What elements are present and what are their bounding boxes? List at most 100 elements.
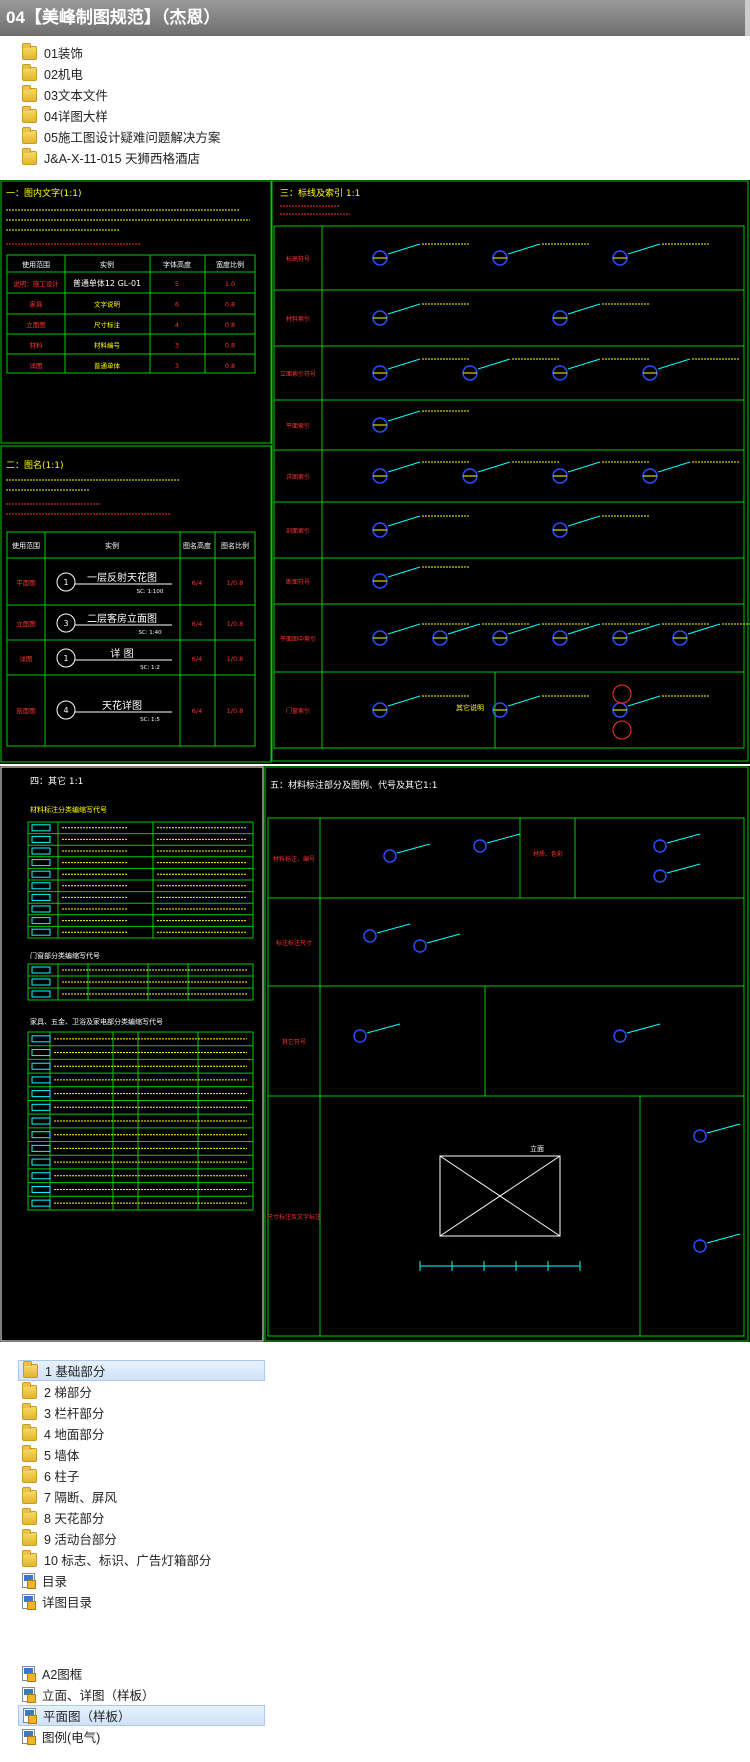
folder-icon [22,1507,37,1525]
table1-width: 0.8 [225,321,235,329]
table1-sample: 普通单体12 GL-01 [73,278,141,288]
leader-line [627,243,661,255]
dwg-file-icon [22,1666,36,1682]
panel3-side-label: 其它说明 [456,703,484,712]
panel3-row-label: 详图索引 [286,473,310,481]
code-box [31,859,51,867]
bottom-list-item-label: 5 墙体 [44,1449,80,1463]
index-symbol [653,839,667,853]
index-symbol [473,839,487,853]
bottom-file-list: A2图框立面、详图（样板） 平面图（样板） 图例(电气) [18,1663,265,1747]
bottom-list-item[interactable]: 5 墙体 [18,1444,265,1465]
drawing-number-circle [56,648,76,668]
top-list-item[interactable]: J&A-X-11-015 天狮西格酒店 [18,147,268,168]
bottom-list-item[interactable]: 8 天花部分 [18,1507,265,1528]
table2-name: 平面图 [16,579,36,587]
table2-height: 6/4 [192,579,202,587]
table2-scale: SC: 1:40 [138,630,162,636]
bottom-list2-item[interactable]: A2图框 [18,1663,265,1684]
door-subtitle: 门窗部分类编缩写代号 [30,951,100,960]
top-list-item[interactable]: 04详图大样 [18,105,268,126]
panel5-row-label: 标注标注尺寸 [276,939,312,947]
folder-icon [22,105,37,123]
leader-line [387,243,421,255]
cad-drawing-standards-1: 一：图内文字(1:1) 使用范围实例字体高度宽度比例说明：施工设计普通单体12 … [0,180,750,764]
table2-height: 6/4 [192,620,202,628]
top-list-item[interactable]: 02机电 [18,63,268,84]
bottom-list-item-label: 4 地面部分 [44,1428,105,1442]
leader-line [626,1023,661,1034]
table2-scale: SC: 1:2 [140,665,160,671]
code-box [31,1158,51,1166]
top-list-item[interactable]: 03文本文件 [18,84,268,105]
table2-header: 实例 [105,541,119,550]
bottom-list-item[interactable]: 2 梯部分 [18,1381,265,1402]
window-title-bar: 04【美峰制图规范】（杰恩） [0,0,750,36]
table1-width: 0.8 [225,301,235,309]
bottom-list-item[interactable]: 10 标志、标识、广告灯箱部分 [18,1549,265,1570]
bottom-list-item-label: 目录 [42,1575,68,1589]
leader-line [567,358,601,370]
bottom-list2-item[interactable]: 平面图（样板） [18,1705,265,1726]
leader-line [507,695,541,707]
table2-sample: 天花详图 [102,699,142,712]
cad-drawing-standards-2: 四：其它 1:1 材料标注分类编缩写代号 门窗部分类编缩写代号 家具、五金、卫浴… [0,766,750,1342]
code-box [31,1117,51,1125]
red-cloud-symbol [612,720,632,740]
bottom-list-item[interactable]: 9 活动台部分 [18,1528,265,1549]
code-box [31,905,51,913]
table2-height: 6/4 [192,655,202,663]
panel5-row-label: 其它符号 [282,1038,306,1046]
bottom-list-item[interactable]: 1 基础部分 [18,1360,265,1381]
folder-icon [22,42,37,60]
table2-header: 图名高度 [183,541,211,550]
bottom-list-item-label: 2 梯部分 [44,1386,92,1400]
leader-line [387,695,421,707]
bottom-list2-item-label: 立面、详图（样板） [42,1689,155,1703]
table1-sample: 文字说明 [94,300,121,309]
code-box [31,870,51,878]
bottom-list-item[interactable]: 3 栏杆部分 [18,1402,265,1423]
table2-sample: 二层客房立面图 [87,612,157,625]
index-symbol [383,849,397,863]
bottom-list-item[interactable]: 详图目录 [18,1591,265,1612]
bottom-list2-item[interactable]: 图例(电气) [18,1726,265,1747]
red-cloud-symbol [612,684,632,704]
bottom-list-item[interactable]: 7 隔断、屏风 [18,1486,265,1507]
leader-line [387,303,421,315]
leader-line [567,303,601,315]
top-list-item-label: 04详图大样 [44,110,108,124]
panel3-row-frame [273,557,745,605]
code-box [31,847,51,855]
drawing-number-circle [56,572,76,592]
bottom-list-item[interactable]: 4 地面部分 [18,1423,265,1444]
top-list-item-label: 02机电 [44,68,83,82]
table1-sample: 尺寸标注 [94,320,121,329]
bottom-list2-item[interactable]: 立面、详图（样板） [18,1684,265,1705]
folder-icon [22,1423,37,1441]
folder-icon [22,1402,37,1420]
panel3-row-frame [273,399,745,451]
table1-header: 字体高度 [163,260,191,269]
table2-name: 剖面图 [16,706,36,715]
folder-icon [22,63,37,81]
table1-height: 6 [175,301,179,309]
bottom-list-item-label: 3 栏杆部分 [44,1407,105,1421]
table1-height: 4 [175,321,179,329]
panel3-row-label: 平面索引 [286,422,310,430]
code-box [31,1062,51,1070]
leader-line [477,461,511,473]
title-bar-edge [745,0,750,36]
code-box [31,824,51,832]
bottom-list-item[interactable]: 6 柱子 [18,1465,265,1486]
table1-height: 5 [175,280,179,288]
leader-line [387,410,421,422]
bottom-list-item[interactable]: 目录 [18,1570,265,1591]
table1-name: 家具 [30,300,44,309]
top-list-item[interactable]: 05施工图设计疑难问题解决方案 [18,126,268,147]
panel5-row-frame [267,1095,745,1337]
top-list-item[interactable]: 01装饰 [18,42,268,63]
bottom-list2-item-label: 图例(电气) [42,1731,101,1745]
code-box [31,990,51,998]
leader-line [627,695,661,707]
